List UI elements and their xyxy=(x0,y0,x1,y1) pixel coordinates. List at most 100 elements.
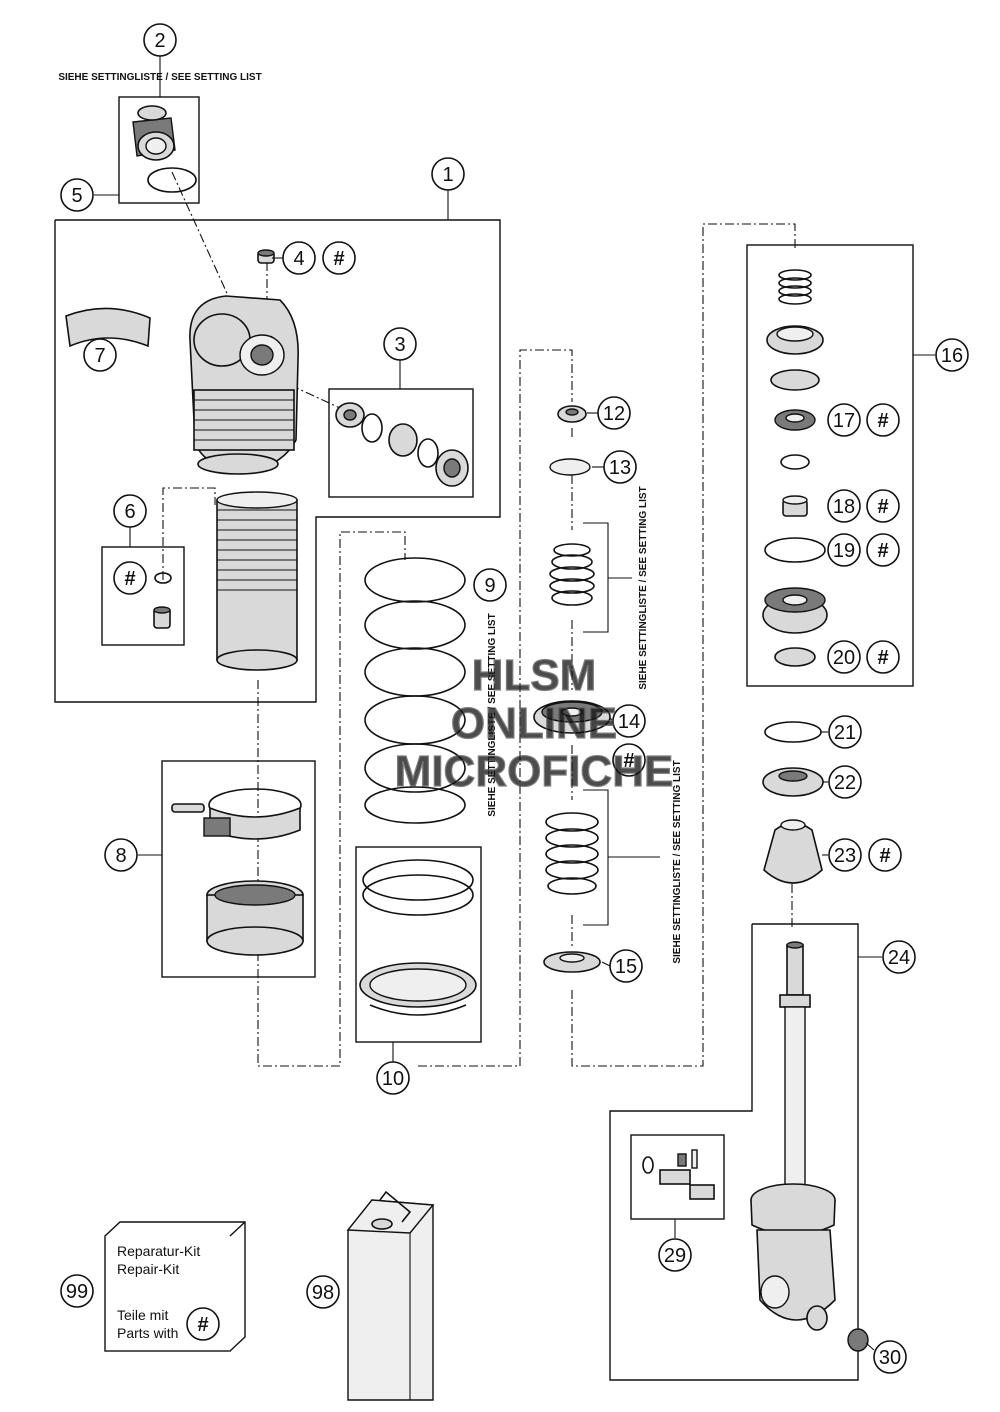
callout-13: 13 xyxy=(603,450,637,484)
parts xyxy=(65,105,869,1401)
callout-99: 99 xyxy=(60,1274,94,1308)
svg-text:99: 99 xyxy=(66,1281,88,1303)
svg-text:HLSM: HLSM xyxy=(472,651,597,700)
svg-text:1: 1 xyxy=(442,164,453,186)
callout-19-hash: # xyxy=(866,533,900,567)
svg-text:15: 15 xyxy=(615,956,637,978)
ring-20 xyxy=(774,647,816,667)
callout-23-hash: # xyxy=(868,838,902,872)
note-part-2: SIEHE SETTINGLISTE / SEE SETTING LIST xyxy=(58,72,261,83)
heat-shield xyxy=(65,307,151,348)
svg-text:16: 16 xyxy=(941,345,963,367)
callout-29: 29 xyxy=(658,1238,692,1272)
svg-text:10: 10 xyxy=(382,1068,404,1090)
svg-text:#: # xyxy=(623,750,634,772)
frame-part-24 xyxy=(609,923,859,1381)
callout-17: 17 xyxy=(827,403,861,437)
callout-30: 30 xyxy=(873,1340,907,1374)
frame-part-8 xyxy=(161,760,316,978)
callout-6: 6 xyxy=(113,494,147,528)
callouts: 2 1 5 4 # 7 3 6 # 8 9 10 12 13 14 # 15 1… xyxy=(60,23,969,1374)
callout-24: 24 xyxy=(882,940,916,974)
callout-98: 98 xyxy=(306,1275,340,1309)
callout-12: 12 xyxy=(597,396,631,430)
svg-text:#: # xyxy=(877,540,888,562)
svg-text:#: # xyxy=(879,845,890,867)
svg-text:29: 29 xyxy=(664,1245,686,1267)
frame-part-1 xyxy=(54,219,501,703)
callout-20: 20 xyxy=(827,640,861,674)
ring-16 xyxy=(780,454,810,470)
svg-text:5: 5 xyxy=(71,185,82,207)
kit-text: Reparatur-Kit Repair-Kit Teile mit Parts… xyxy=(117,1243,200,1341)
callout-9: 9 xyxy=(473,568,507,602)
svg-text:#: # xyxy=(877,496,888,518)
shock-body xyxy=(189,295,299,671)
callout-16: 16 xyxy=(935,338,969,372)
svg-text:#: # xyxy=(124,568,135,590)
bushing-18 xyxy=(782,495,808,517)
svg-text:9: 9 xyxy=(484,575,495,597)
piston-rod xyxy=(750,941,836,1321)
svg-text:#: # xyxy=(333,248,344,270)
svg-text:17: 17 xyxy=(833,410,855,432)
stop-plate xyxy=(762,767,824,797)
callout-5: 5 xyxy=(60,178,94,212)
note-part-14: SIEHE SETTINGLISTE / SEE SETTING LIST xyxy=(638,486,649,689)
nut xyxy=(557,405,587,423)
callout-18-hash: # xyxy=(866,489,900,523)
callout-10: 10 xyxy=(376,1061,410,1095)
svg-text:19: 19 xyxy=(833,540,855,562)
callout-21: 21 xyxy=(828,715,862,749)
svg-text:18: 18 xyxy=(833,496,855,518)
callout-2: 2 xyxy=(143,23,177,57)
callout-99-hash: # xyxy=(186,1307,220,1341)
bleed-screw xyxy=(257,249,275,264)
svg-text:Repair-Kit: Repair-Kit xyxy=(117,1261,179,1277)
seal-head xyxy=(762,587,828,634)
callout-14: 14 xyxy=(612,704,646,738)
o-ring xyxy=(147,167,197,193)
svg-text:13: 13 xyxy=(609,457,631,479)
callout-15: 15 xyxy=(609,949,643,983)
washer-13 xyxy=(549,458,591,476)
circlip xyxy=(764,721,822,743)
bump-stop xyxy=(763,819,823,884)
callout-18: 18 xyxy=(827,489,861,523)
svg-text:ONLINE: ONLINE xyxy=(451,699,617,748)
callout-20-hash: # xyxy=(866,640,900,674)
svg-text:MICROFICHE: MICROFICHE xyxy=(395,747,674,796)
setting-notes: SIEHE SETTINGLISTE / SEE SETTING LIST SI… xyxy=(58,72,683,964)
adjuster-cartridge xyxy=(132,105,176,161)
shim-stack-lower xyxy=(545,812,599,895)
callout-14-hash: # xyxy=(612,743,646,777)
frame-part-3 xyxy=(328,388,474,498)
svg-text:#: # xyxy=(877,410,888,432)
svg-text:20: 20 xyxy=(833,647,855,669)
eye-bushing xyxy=(806,1305,869,1352)
note-part-9: SIEHE SETTINGLISTE / SEE SETTING LIST xyxy=(487,613,498,816)
svg-text:8: 8 xyxy=(115,845,126,867)
frame-part-16 xyxy=(746,244,914,687)
svg-text:#: # xyxy=(877,647,888,669)
washer-16 xyxy=(770,369,820,391)
spring-retainer xyxy=(359,859,477,1016)
frame-part-29 xyxy=(630,1134,725,1220)
svg-text:Reparatur-Kit: Reparatur-Kit xyxy=(117,1243,200,1259)
valve-parts xyxy=(153,572,172,629)
callout-6-hash: # xyxy=(113,561,147,595)
seal-head-cap xyxy=(766,325,824,355)
callout-3: 3 xyxy=(383,327,417,361)
svg-text:23: 23 xyxy=(834,845,856,867)
svg-text:3: 3 xyxy=(394,334,405,356)
frame-part-2 xyxy=(118,96,200,204)
shim-stack-upper xyxy=(549,543,595,606)
leader-lines xyxy=(94,56,935,1351)
svg-text:98: 98 xyxy=(312,1282,334,1304)
watermark: HLSM ONLINE MICROFICHE xyxy=(394,650,674,796)
svg-text:22: 22 xyxy=(834,772,856,794)
piston xyxy=(533,700,611,734)
svg-text:14: 14 xyxy=(618,711,640,733)
svg-text:Teile mit: Teile mit xyxy=(117,1307,168,1323)
frame-part-10 xyxy=(355,846,482,1043)
